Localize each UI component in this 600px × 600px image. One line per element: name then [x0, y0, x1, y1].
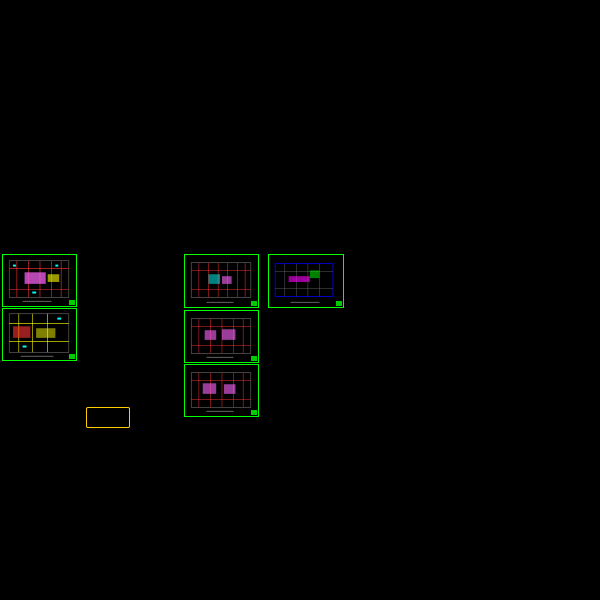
title-block: [251, 301, 257, 306]
title-block: [251, 410, 257, 415]
floor-plan-drawing: [190, 262, 252, 303]
title-block: [336, 301, 342, 306]
floor-plan-drawing: [8, 313, 70, 357]
title-block: [251, 356, 257, 361]
title-block: [69, 300, 75, 305]
floor-plan-drawing: [190, 318, 252, 358]
floor-plan-drawing: [8, 260, 70, 302]
roof-plan-drawing: [274, 263, 334, 303]
floor-plan-drawing: [190, 372, 252, 412]
title-block: [69, 354, 75, 359]
drawing-sheet-4[interactable]: [268, 254, 344, 308]
drawing-sheet-3[interactable]: [184, 254, 259, 308]
drawing-sheet-5[interactable]: [184, 310, 259, 363]
drawing-notes-box[interactable]: [86, 407, 130, 428]
drawing-sheet-1[interactable]: [2, 254, 77, 307]
drawing-sheet-6[interactable]: [184, 364, 259, 417]
drawing-sheet-2[interactable]: [2, 308, 77, 361]
